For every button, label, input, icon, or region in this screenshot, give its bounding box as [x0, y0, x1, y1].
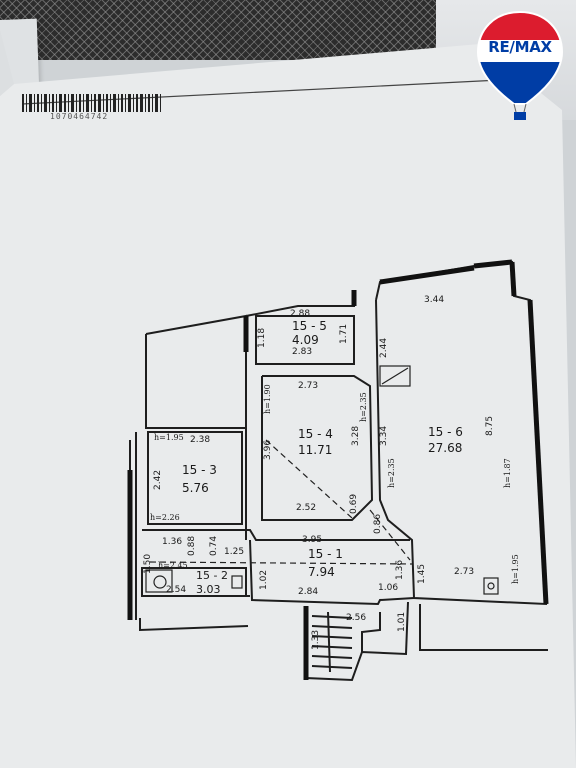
barcode — [22, 94, 161, 112]
dimension-label: 0.74 — [209, 535, 219, 556]
header-line — [21, 79, 501, 105]
dimension-label: 2.73 — [454, 567, 475, 577]
dimension-label: 2.44 — [379, 337, 389, 358]
dashed-boundaries — [149, 439, 413, 565]
room-label: 15 - 3 — [182, 463, 217, 477]
room-area: 11.71 — [298, 443, 333, 457]
room-label: 15 - 5 — [292, 319, 327, 333]
dimension-label: 1.36 — [395, 559, 405, 580]
room-area: 4.09 — [292, 333, 319, 347]
room-label: 15 - 2 — [196, 569, 228, 582]
height-label: h=1.90 — [263, 384, 272, 414]
height-label: h=1.87 — [503, 458, 512, 488]
dimension-label: 1.06 — [378, 583, 399, 593]
dimension-label: 1.33 — [311, 629, 321, 650]
paper-surface — [0, 44, 576, 768]
height-label: h=1.95 — [154, 433, 184, 442]
room-area: 7.94 — [308, 565, 335, 579]
height-label: h=2.45 — [158, 561, 188, 570]
dimension-label: 3.95 — [302, 535, 323, 545]
dimension-label: 0.88 — [187, 535, 197, 556]
dimension-label: 2.38 — [190, 435, 211, 445]
dimension-label: 3.44 — [424, 295, 445, 305]
dimension-label: 3.28 — [351, 425, 361, 446]
height-label: h=1.95 — [511, 554, 520, 584]
room-area: 27.68 — [428, 441, 463, 455]
dimension-label: 1.71 — [339, 323, 349, 344]
dimension-label: 1.36 — [162, 537, 183, 547]
thick-walls — [127, 259, 549, 680]
room-label: 15 - 1 — [308, 547, 343, 561]
dimension-label: 0.69 — [349, 493, 359, 514]
dimension-label: 1.02 — [259, 569, 269, 590]
height-label: h=2.35 — [387, 458, 396, 488]
balloon-icon — [476, 10, 564, 120]
barcode-number: 1070464742 — [50, 112, 109, 121]
dimension-label: 1.50 — [143, 553, 153, 574]
dimension-label: 2.73 — [298, 381, 319, 391]
room-label: 15 - 4 — [298, 427, 333, 441]
room-label: 15 - 6 — [428, 425, 463, 439]
dimension-label: 2.42 — [153, 469, 163, 490]
dimension-label: 1.25 — [224, 547, 245, 557]
room-area: 3.03 — [196, 583, 221, 596]
dimension-label: 3.34 — [379, 425, 389, 446]
height-label: h=2.26 — [150, 513, 180, 522]
dimension-label: 1.01 — [397, 611, 407, 632]
dimension-label: 2.83 — [292, 347, 313, 357]
fixtures — [145, 365, 499, 595]
dimension-label: 2.84 — [298, 587, 319, 597]
dimension-label: 0.86 — [373, 513, 383, 534]
dimension-label: 2.56 — [346, 613, 367, 623]
remax-logo: RE/MAX — [474, 8, 566, 126]
room-area: 5.76 — [182, 481, 209, 495]
dimension-label: 2.52 — [296, 503, 317, 513]
dimension-label: 1.45 — [417, 563, 427, 584]
height-label: h=2.35 — [359, 392, 368, 422]
dimension-label: 1.18 — [257, 327, 267, 348]
dimension-label: 2.88 — [290, 309, 311, 319]
dimension-label: 2.54 — [166, 585, 187, 595]
logo-text: RE/MAX — [488, 38, 552, 56]
dimension-label: 8.75 — [485, 415, 495, 436]
dimension-label: 3.96 — [263, 439, 273, 460]
